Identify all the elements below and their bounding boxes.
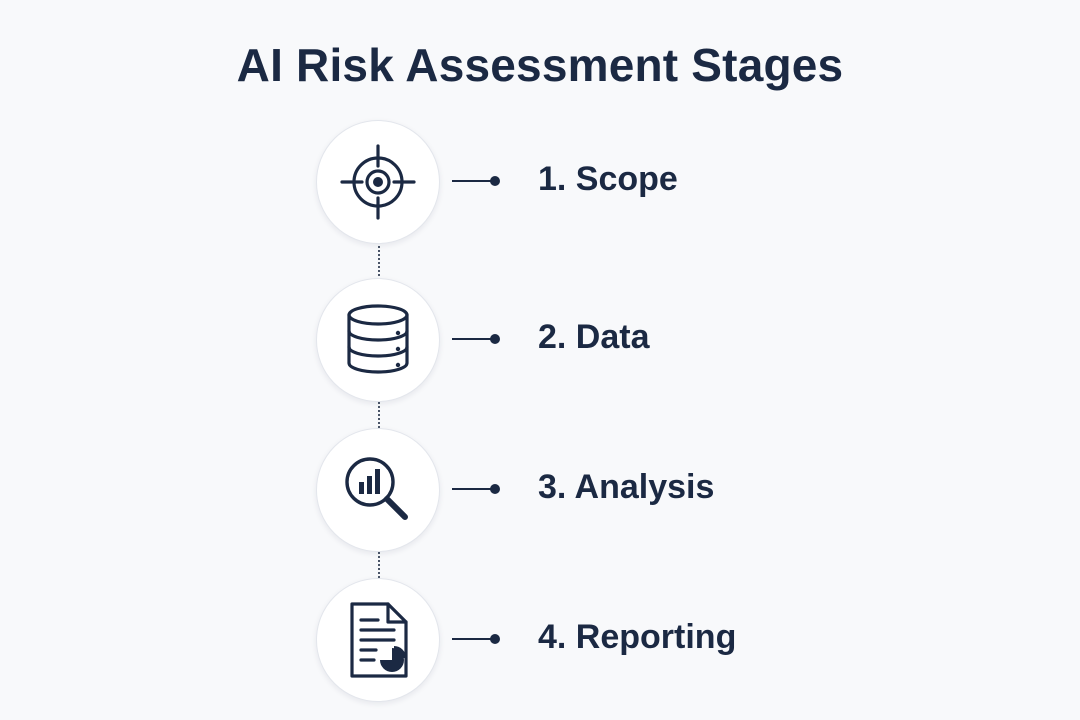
database-icon <box>347 304 409 374</box>
report-document-icon <box>350 602 408 678</box>
stage-connector-3-4 <box>378 552 380 578</box>
stage-icon-circle <box>316 578 440 702</box>
stage-scope: 1. Scope <box>316 120 776 244</box>
stage-icon-circle <box>316 428 440 552</box>
stage-icon-circle <box>316 278 440 402</box>
stage-label-data: 2. Data <box>538 318 650 356</box>
stage-icon-circle <box>316 120 440 244</box>
stage-connector-1-2 <box>378 246 380 276</box>
stage-pointer <box>452 176 500 186</box>
stage-pointer <box>452 334 500 344</box>
stage-pointer <box>452 634 500 644</box>
stage-label-reporting: 4. Reporting <box>538 618 737 656</box>
stage-label-analysis: 3. Analysis <box>538 468 715 506</box>
diagram-title: AI Risk Assessment Stages <box>236 39 844 91</box>
stage-analysis: 3. Analysis <box>316 428 776 552</box>
stage-connector-2-3 <box>378 402 380 428</box>
magnifier-chart-icon <box>345 457 408 520</box>
stage-data: 2. Data <box>316 278 776 402</box>
stage-pointer <box>452 484 500 494</box>
target-icon <box>340 144 416 220</box>
stage-label-scope: 1. Scope <box>538 160 678 198</box>
stage-reporting: 4. Reporting <box>316 578 776 702</box>
